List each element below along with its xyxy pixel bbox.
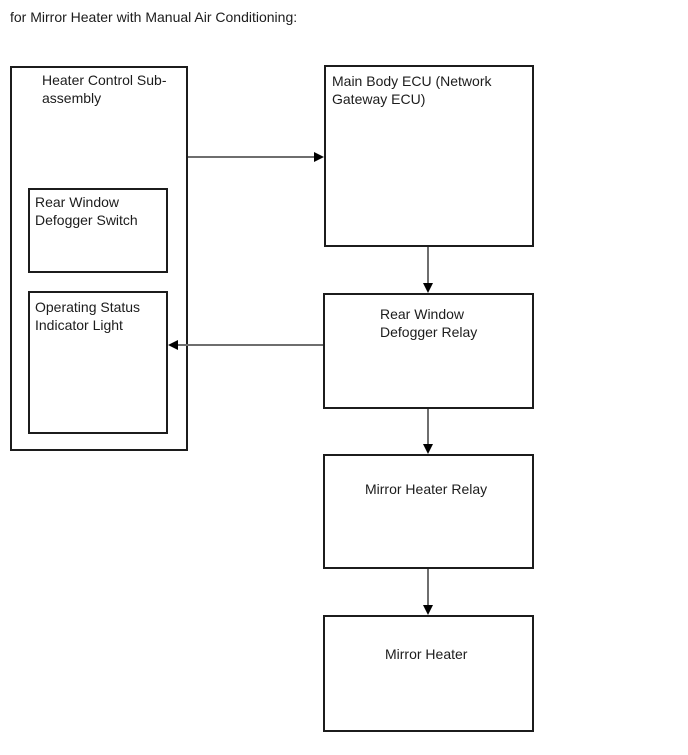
node-main-body-ecu: Main Body ECU (Network Gateway ECU): [324, 65, 534, 247]
node-rear-window-defogger-relay-label: Rear Window Defogger Relay: [380, 306, 478, 340]
node-main-body-ecu-label: Main Body ECU (Network Gateway ECU): [332, 73, 492, 107]
node-rear-window-defogger-relay: Rear Window Defogger Relay: [323, 293, 534, 409]
node-mirror-heater-relay-label: Mirror Heater Relay: [365, 481, 488, 497]
node-rear-window-defogger-switch-label: Rear Window Defogger Switch: [35, 194, 138, 228]
connector-line: [177, 344, 323, 346]
page-title: for Mirror Heater with Manual Air Condit…: [10, 9, 298, 25]
connector-line: [188, 156, 315, 158]
arrow-down-icon: [423, 444, 433, 454]
connector-line: [427, 409, 429, 445]
arrow-down-icon: [423, 283, 433, 293]
node-mirror-heater-label: Mirror Heater: [385, 646, 468, 662]
node-heater-control-subassembly-label: Heater Control Sub- assembly: [42, 72, 167, 106]
arrow-right-icon: [314, 152, 324, 162]
node-operating-status-indicator-light-label: Operating Status Indicator Light: [35, 299, 141, 333]
node-mirror-heater-relay: Mirror Heater Relay: [323, 454, 534, 569]
connector-line: [427, 569, 429, 606]
arrow-left-icon: [168, 340, 178, 350]
node-rear-window-defogger-switch: Rear Window Defogger Switch: [28, 188, 168, 273]
node-operating-status-indicator-light: Operating Status Indicator Light: [28, 291, 168, 434]
connector-line: [427, 247, 429, 284]
arrow-down-icon: [423, 605, 433, 615]
node-mirror-heater: Mirror Heater: [323, 615, 534, 732]
